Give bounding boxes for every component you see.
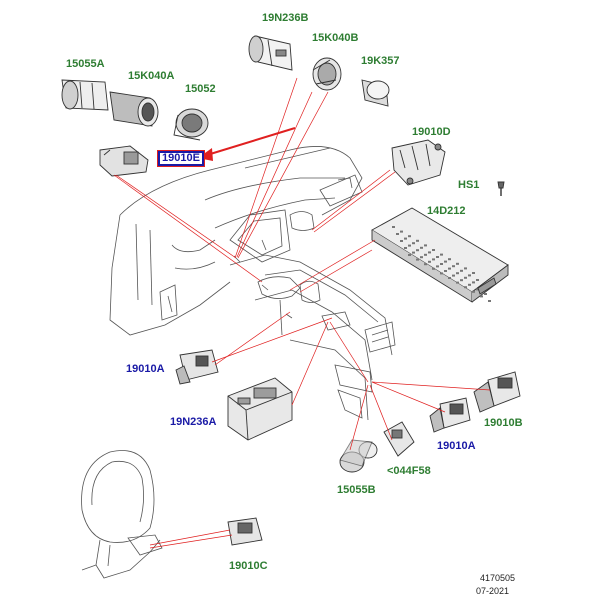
callout-19010c[interactable]: 19010C [229, 560, 268, 572]
grille-slot [476, 288, 479, 291]
callout-14d212[interactable]: 14D212 [427, 205, 466, 217]
grille-slot [456, 281, 459, 284]
grille-slot [432, 258, 435, 261]
grille-slot [472, 290, 475, 293]
grille-slot [460, 269, 463, 272]
callout-19n236b[interactable]: 19N236B [262, 12, 309, 24]
callout-19010a-left[interactable]: 19010A [126, 363, 165, 375]
grille-slot [472, 272, 475, 274]
grille-slot [424, 244, 427, 247]
grille-slot [448, 277, 451, 279]
callout-044f58[interactable]: <044F58 [387, 465, 431, 477]
grille-slot [476, 279, 479, 281]
dashboard-outline [109, 146, 396, 421]
callout-15055b[interactable]: 15055B [337, 484, 376, 496]
grille-slot [488, 300, 491, 302]
grille-slot [400, 240, 403, 242]
grille-slot [464, 286, 467, 289]
grille-slot [448, 258, 451, 261]
housing-15055a [61, 79, 109, 111]
module-14d212 [371, 207, 509, 303]
grille-slot [404, 237, 407, 240]
grille-slot [448, 267, 451, 270]
bezel-19n236a [227, 377, 293, 441]
grille-slot [452, 265, 455, 268]
grille-slot [472, 281, 475, 284]
usb-socket-19n236b [248, 35, 293, 71]
switch-19010a-left [175, 349, 219, 385]
grille-slot [432, 249, 435, 251]
grille-slot [456, 272, 459, 275]
ring-15k040a [109, 91, 159, 127]
ring-15k040b [312, 57, 342, 91]
grille-slot [416, 258, 419, 261]
grille-slot [420, 256, 423, 259]
switch-19010a-right [429, 397, 471, 433]
grille-slot [392, 226, 395, 228]
callout-19k357[interactable]: 19K357 [361, 55, 400, 67]
headrest-outline [81, 450, 163, 579]
grille-slot [440, 263, 443, 265]
grille-slot [436, 265, 439, 268]
housing-15055b [339, 439, 378, 473]
grille-slot [484, 293, 487, 295]
callout-19010b[interactable]: 19010B [484, 417, 523, 429]
grille-slot [408, 235, 411, 238]
figure-ref-number: 4170505 [480, 573, 516, 583]
callout-19n236a[interactable]: 19N236A [170, 416, 217, 428]
grille-slot [444, 260, 447, 263]
callout-19010a-right[interactable]: 19010A [437, 440, 476, 452]
grille-slot [452, 274, 455, 277]
grille-slot [424, 263, 427, 266]
grille-slot [420, 246, 423, 249]
grille-slot [412, 251, 415, 254]
screw-hs1 [497, 181, 505, 196]
socket-19k357 [361, 79, 390, 107]
grille-slot [412, 242, 415, 245]
grille-slot [440, 253, 443, 256]
grille-slot [428, 251, 431, 254]
grille-slot [432, 267, 435, 270]
module-19010d [391, 139, 446, 186]
grille-slot [400, 230, 403, 233]
grille-slot [464, 276, 467, 279]
module-19010c [227, 517, 263, 546]
grille-slot [416, 239, 419, 242]
grille-slot [424, 253, 427, 256]
grille-slot [428, 260, 431, 263]
socket-15052 [173, 108, 209, 141]
grille-slot [460, 279, 463, 282]
grille-slot [404, 247, 407, 249]
leader-lines [113, 77, 491, 549]
switch-19010b [473, 371, 521, 413]
module-19010e [99, 145, 149, 177]
callout-hs1[interactable]: HS1 [458, 179, 480, 191]
figure-date: 07-2021 [476, 586, 510, 596]
part-044f58 [383, 421, 415, 457]
grille-slot [464, 267, 467, 270]
callout-15052[interactable]: 15052 [185, 83, 216, 95]
callout-15k040a[interactable]: 15K040A [128, 70, 175, 82]
grille-slot [408, 254, 411, 256]
grille-slot [436, 256, 439, 258]
callout-15055a[interactable]: 15055A [66, 58, 105, 70]
grille-slot [480, 295, 483, 298]
grille-slot [440, 272, 443, 275]
callout-19010e[interactable]: 19010E [157, 150, 205, 167]
grille-slot [396, 233, 399, 235]
grille-slot [468, 283, 471, 286]
grille-slot [408, 244, 411, 247]
grille-slot [416, 249, 419, 252]
pointer-arrow [198, 127, 296, 161]
callout-19010d[interactable]: 19010D [412, 126, 451, 138]
grille-slot [444, 270, 447, 272]
grille-slot [456, 262, 459, 265]
callout-15k040b[interactable]: 15K040B [312, 32, 359, 44]
grille-slot [468, 274, 471, 277]
